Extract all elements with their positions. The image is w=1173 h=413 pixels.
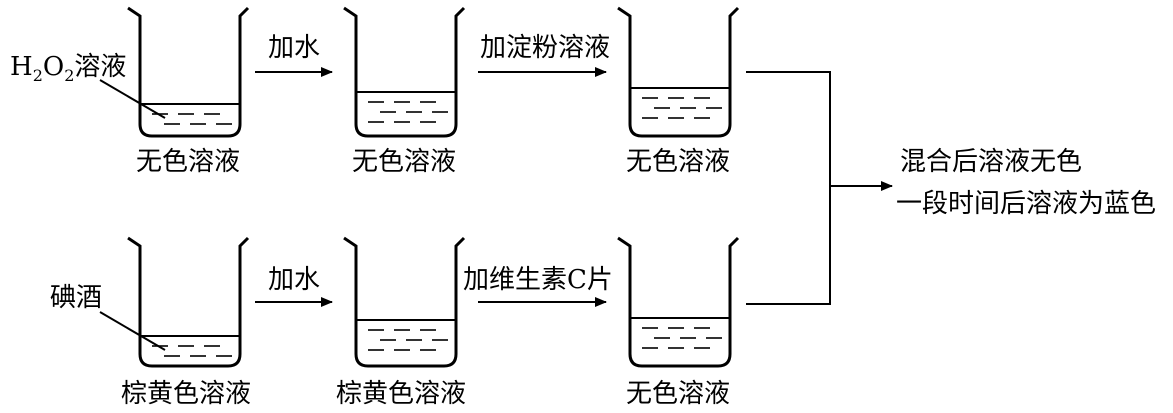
reagent-label-h2o2: H2O2溶液 <box>10 52 126 85</box>
step-label-bottom-1: 加水 <box>268 265 320 295</box>
beaker-top-3 <box>617 6 740 138</box>
result-line-1: 混合后溶液无色 <box>900 147 1082 177</box>
result-line-2: 一段时间后溶液为蓝色 <box>896 189 1156 219</box>
caption-bottom-3: 无色溶液 <box>626 379 730 409</box>
caption-top-3: 无色溶液 <box>626 147 730 177</box>
beaker-top-1 <box>127 6 250 138</box>
caption-top-2: 无色溶液 <box>352 147 456 177</box>
beaker-top-2 <box>343 6 466 138</box>
step-label-top-1: 加水 <box>268 33 320 63</box>
reagent-label-iodine: 碘酒 <box>50 283 102 313</box>
pointer-line-bottom <box>99 311 166 351</box>
beaker-bottom-2 <box>343 236 466 368</box>
caption-top-1: 无色溶液 <box>136 147 240 177</box>
beaker-bottom-3 <box>617 236 740 368</box>
beaker-bottom-1 <box>127 236 250 368</box>
step-label-top-2: 加淀粉溶液 <box>480 33 610 63</box>
caption-bottom-2: 棕黄色溶液 <box>336 379 466 409</box>
pointer-line-top <box>99 79 166 119</box>
step-label-bottom-2: 加维生素C片 <box>463 265 613 295</box>
caption-bottom-1: 棕黄色溶液 <box>121 379 251 409</box>
merge-bracket <box>746 71 831 305</box>
